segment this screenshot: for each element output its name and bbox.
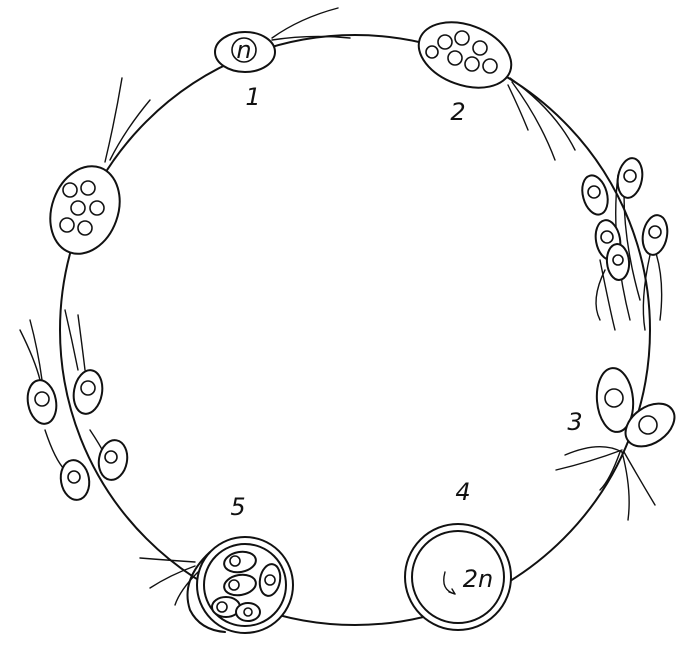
stage-label-2: 2 xyxy=(450,98,465,126)
flagellate-cells-left xyxy=(20,310,130,502)
nucleus-label-n: n xyxy=(236,36,251,64)
stage-3-gamete-fusion xyxy=(556,367,680,520)
stage-label-1: 1 xyxy=(245,83,260,111)
flagellate-cells-right xyxy=(578,156,670,330)
cell-cluster-upper-left xyxy=(39,78,150,264)
stage-5-cyst xyxy=(140,537,293,633)
stage-label-3: 3 xyxy=(567,408,582,436)
stage-label-4: 4 xyxy=(455,478,470,506)
cycle-ring xyxy=(60,35,650,625)
stage-2-cell-cluster xyxy=(410,10,575,160)
stage-label-5: 5 xyxy=(230,493,245,521)
stage-4-zygote: 2n xyxy=(405,524,511,630)
nucleus-label-2n: 2n xyxy=(463,565,493,593)
stage-1-haploid-cell: n xyxy=(215,8,350,72)
